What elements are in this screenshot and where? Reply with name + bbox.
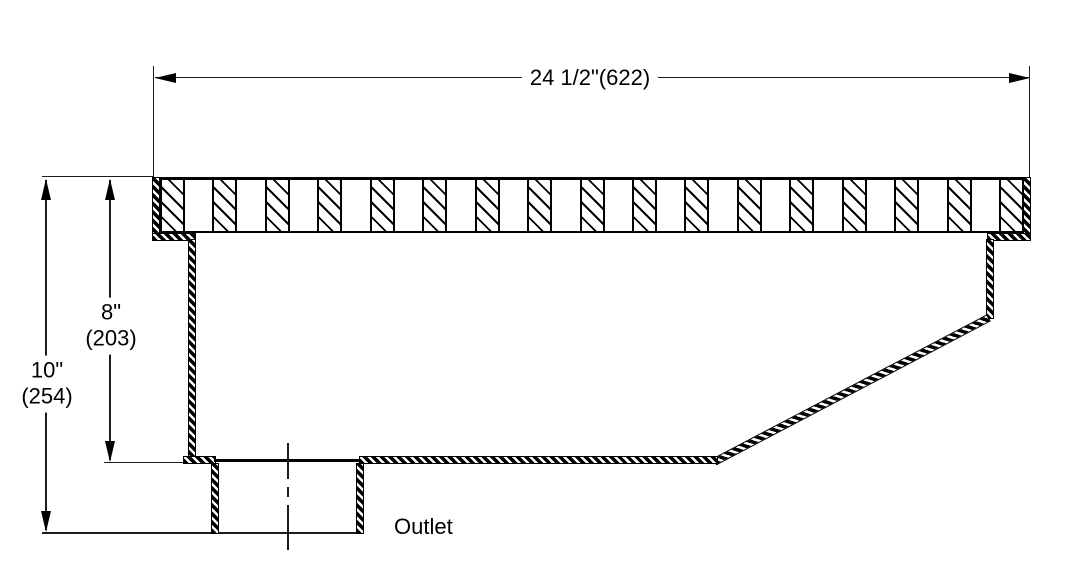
width-extension-line-right bbox=[1029, 66, 1031, 177]
grate-bar bbox=[317, 180, 343, 231]
right-flange-wall bbox=[1023, 177, 1031, 241]
left-side-wall bbox=[188, 239, 196, 464]
inner-depth-imperial: 8" bbox=[100, 299, 122, 325]
overall-depth-imperial: 10" bbox=[30, 357, 64, 383]
inner-depth-label: 8" (203) bbox=[77, 297, 145, 355]
depth-extension-line-floor bbox=[104, 462, 190, 464]
grate-bar bbox=[631, 180, 657, 231]
overall-depth-metric: (254) bbox=[21, 384, 73, 409]
grate-bar bbox=[527, 180, 553, 231]
grate-bar bbox=[789, 180, 815, 231]
inner-depth-metric: (203) bbox=[85, 326, 137, 351]
right-flange-step bbox=[987, 233, 1031, 241]
grate-top-line bbox=[152, 177, 1031, 180]
width-extension-line-left bbox=[153, 66, 155, 177]
grate-bar bbox=[894, 180, 920, 231]
grate-bar bbox=[212, 180, 238, 231]
sloped-wall bbox=[712, 314, 991, 466]
arrowhead-left-icon bbox=[155, 73, 176, 83]
grate-bar bbox=[474, 180, 500, 231]
overall-depth-dimension-line bbox=[45, 180, 47, 530]
arrowhead-down-icon bbox=[105, 441, 115, 462]
grate-bar bbox=[999, 180, 1024, 231]
grate-bar bbox=[160, 180, 185, 231]
arrowhead-down-icon bbox=[41, 511, 51, 532]
outlet-centerline bbox=[287, 487, 289, 497]
grate-bar bbox=[946, 180, 972, 231]
depth-extension-line-top bbox=[42, 176, 154, 178]
left-flange-wall bbox=[152, 177, 160, 241]
grate-bar bbox=[841, 180, 867, 231]
grate-bar bbox=[684, 180, 710, 231]
grate-bar bbox=[369, 180, 395, 231]
outlet-label: Outlet bbox=[394, 514, 453, 539]
grate-bottom-line bbox=[160, 231, 1024, 233]
width-dimension-label: 24 1/2"(622) bbox=[521, 62, 659, 94]
outlet-centerline bbox=[287, 505, 289, 550]
arrowhead-up-icon bbox=[105, 179, 115, 200]
grate-bar bbox=[736, 180, 762, 231]
right-side-wall bbox=[986, 239, 994, 319]
outlet-centerline bbox=[287, 443, 289, 479]
grate-bar bbox=[264, 180, 290, 231]
overall-depth-label: 10" (254) bbox=[13, 355, 81, 413]
floor-right bbox=[359, 456, 718, 464]
grate-bar bbox=[579, 180, 605, 231]
outlet-pipe-left-wall bbox=[211, 463, 219, 534]
outlet-pipe-right-wall bbox=[356, 463, 364, 534]
grate-bars bbox=[160, 180, 1024, 231]
depth-extension-line-bottom bbox=[42, 532, 364, 534]
arrowhead-right-icon bbox=[1009, 73, 1030, 83]
grate-bar bbox=[422, 180, 448, 231]
arrowhead-up-icon bbox=[41, 179, 51, 200]
left-flange-step bbox=[152, 233, 196, 241]
